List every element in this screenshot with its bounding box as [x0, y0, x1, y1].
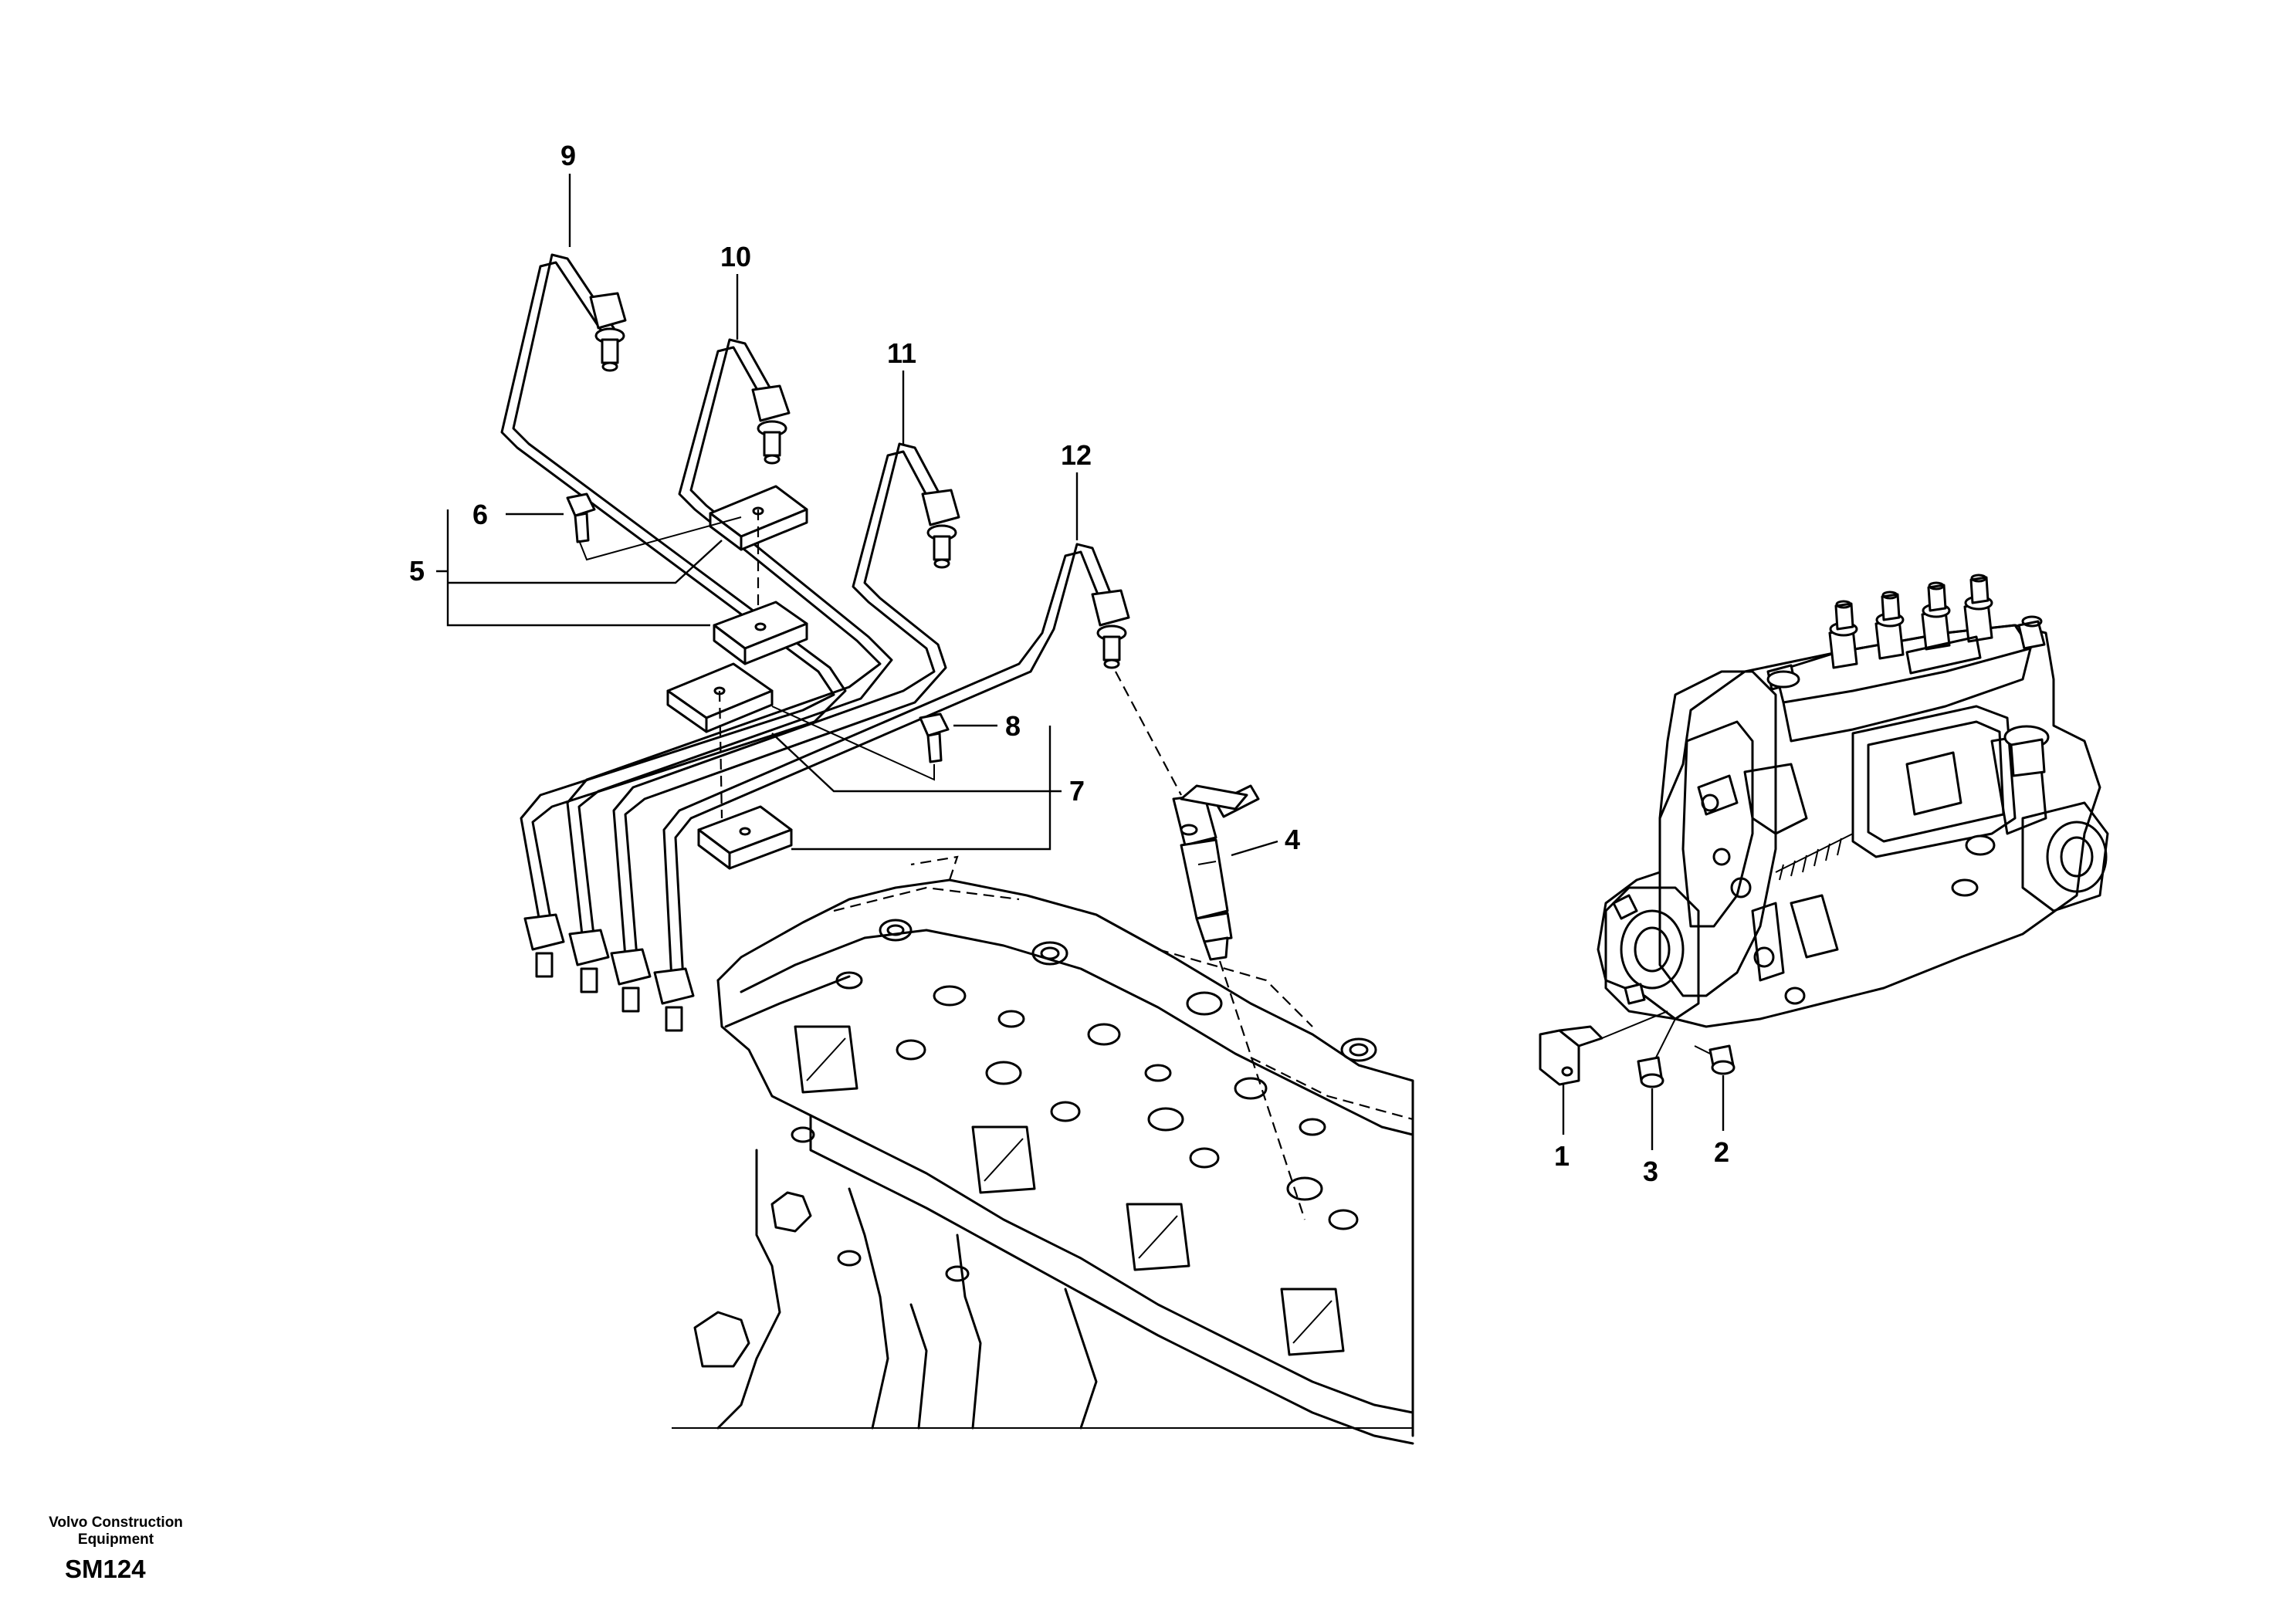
- intake-port-4: [1280, 1288, 1345, 1356]
- clamp-bolt-6: [566, 492, 596, 543]
- pipe-lower-nuts: [523, 913, 695, 1032]
- leader-5: [436, 509, 723, 627]
- drawing-code: SM124: [65, 1555, 146, 1583]
- injector-4: [1172, 784, 1260, 961]
- callout-2: 2: [1714, 1136, 1729, 1168]
- injection-pipe-10: [566, 338, 893, 943]
- pipe-nut-10: [751, 384, 791, 465]
- intake-port-2: [971, 1125, 1036, 1194]
- intake-port-1: [794, 1025, 858, 1094]
- company-label: Volvo Construction Equipment: [31, 1514, 201, 1548]
- clamp-bolt-8: [919, 712, 950, 763]
- injector-leak-off-fitting: [1180, 784, 1248, 810]
- callout-3: 3: [1643, 1156, 1658, 1187]
- callout-6: 6: [472, 499, 488, 530]
- head-bolt-holes: [791, 919, 1377, 1282]
- pipe-nut-11: [921, 489, 960, 569]
- callout-11: 11: [887, 337, 916, 369]
- injection-pipe-12: [662, 543, 1117, 982]
- leader-4: [1231, 840, 1278, 857]
- pipe-nut-9: [589, 292, 627, 372]
- callout-10: 10: [720, 241, 751, 272]
- callout-9: 9: [560, 140, 576, 171]
- pump-bolt-3: [1637, 1056, 1664, 1088]
- company-line-1: Volvo Construction: [49, 1514, 183, 1531]
- leader-7: [771, 726, 1062, 851]
- pipe-clamp-lower-7: [697, 805, 793, 870]
- pump-bracket-1: [1539, 1025, 1603, 1086]
- delivery-valve-holders: [1828, 574, 2046, 669]
- callout-12: 12: [1061, 439, 1092, 471]
- injection-pipe-11: [612, 442, 947, 959]
- callout-5: 5: [409, 555, 425, 587]
- pipe-clamp-lower-5: [713, 601, 808, 665]
- fuel-injection-pump: [1597, 574, 2109, 1028]
- callout-4: 4: [1285, 824, 1300, 855]
- pipe-nut-12: [1091, 589, 1130, 669]
- pump-bolt-2: [1694, 1044, 1736, 1075]
- callout-7: 7: [1069, 775, 1085, 807]
- injection-pipe-9: [500, 253, 847, 928]
- callout-8: 8: [1005, 710, 1021, 742]
- company-line-2: Equipment: [77, 1531, 154, 1548]
- callout-1: 1: [1554, 1140, 1570, 1172]
- engine-cylinder-head: [672, 855, 1414, 1445]
- intake-port-3: [1126, 1203, 1190, 1271]
